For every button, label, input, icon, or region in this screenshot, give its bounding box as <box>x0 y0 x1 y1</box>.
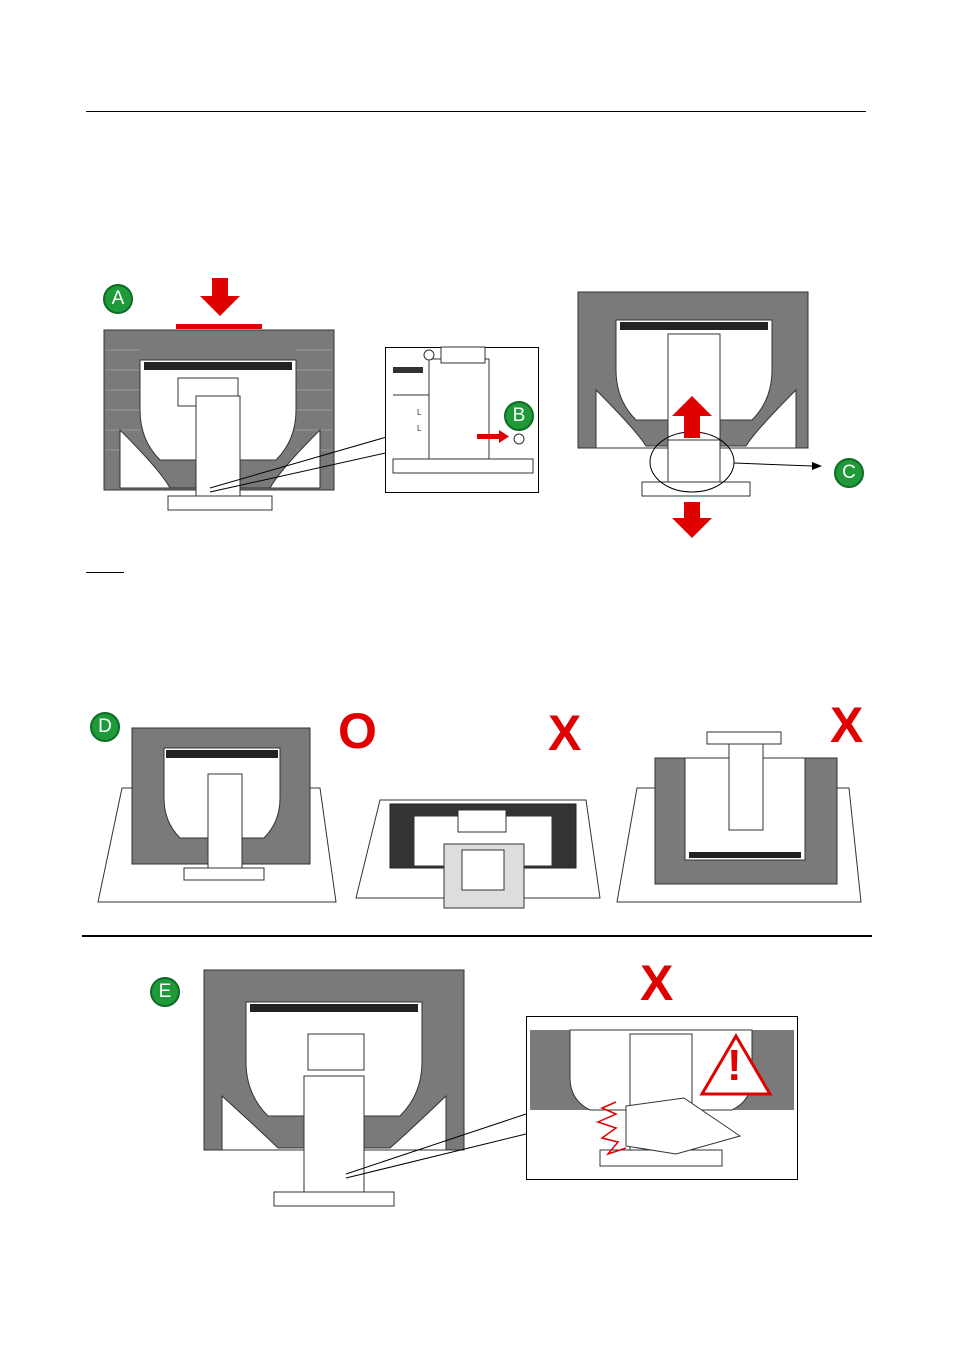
header-rule <box>86 111 866 112</box>
monitor-laid-flat-wrong-2 <box>615 730 865 905</box>
step-b-badge: B <box>504 401 534 431</box>
wrong-mark-3: X <box>640 958 673 1008</box>
wrong-mark-1: X <box>548 708 581 758</box>
monitor-back-illustration-a <box>100 270 340 520</box>
svg-text:L: L <box>417 408 422 417</box>
monitor-laid-flat-correct <box>96 718 341 908</box>
arrow-down-icon <box>176 278 262 329</box>
step-c-badge: C <box>834 458 864 488</box>
section-divider <box>82 935 872 937</box>
svg-text:L: L <box>417 424 422 433</box>
monitor-back-illustration-c <box>576 290 836 540</box>
monitor-back-illustration-e <box>200 966 470 1216</box>
monitor-laid-flat-wrong-1 <box>354 790 604 910</box>
warning-exclamation: ! <box>727 1044 742 1088</box>
inset-pinched-hand-illustration <box>526 1016 798 1180</box>
arrow-down-icon <box>672 502 712 538</box>
note-underline <box>86 558 124 573</box>
step-e-badge: E <box>150 977 180 1007</box>
correct-mark: O <box>338 706 377 756</box>
